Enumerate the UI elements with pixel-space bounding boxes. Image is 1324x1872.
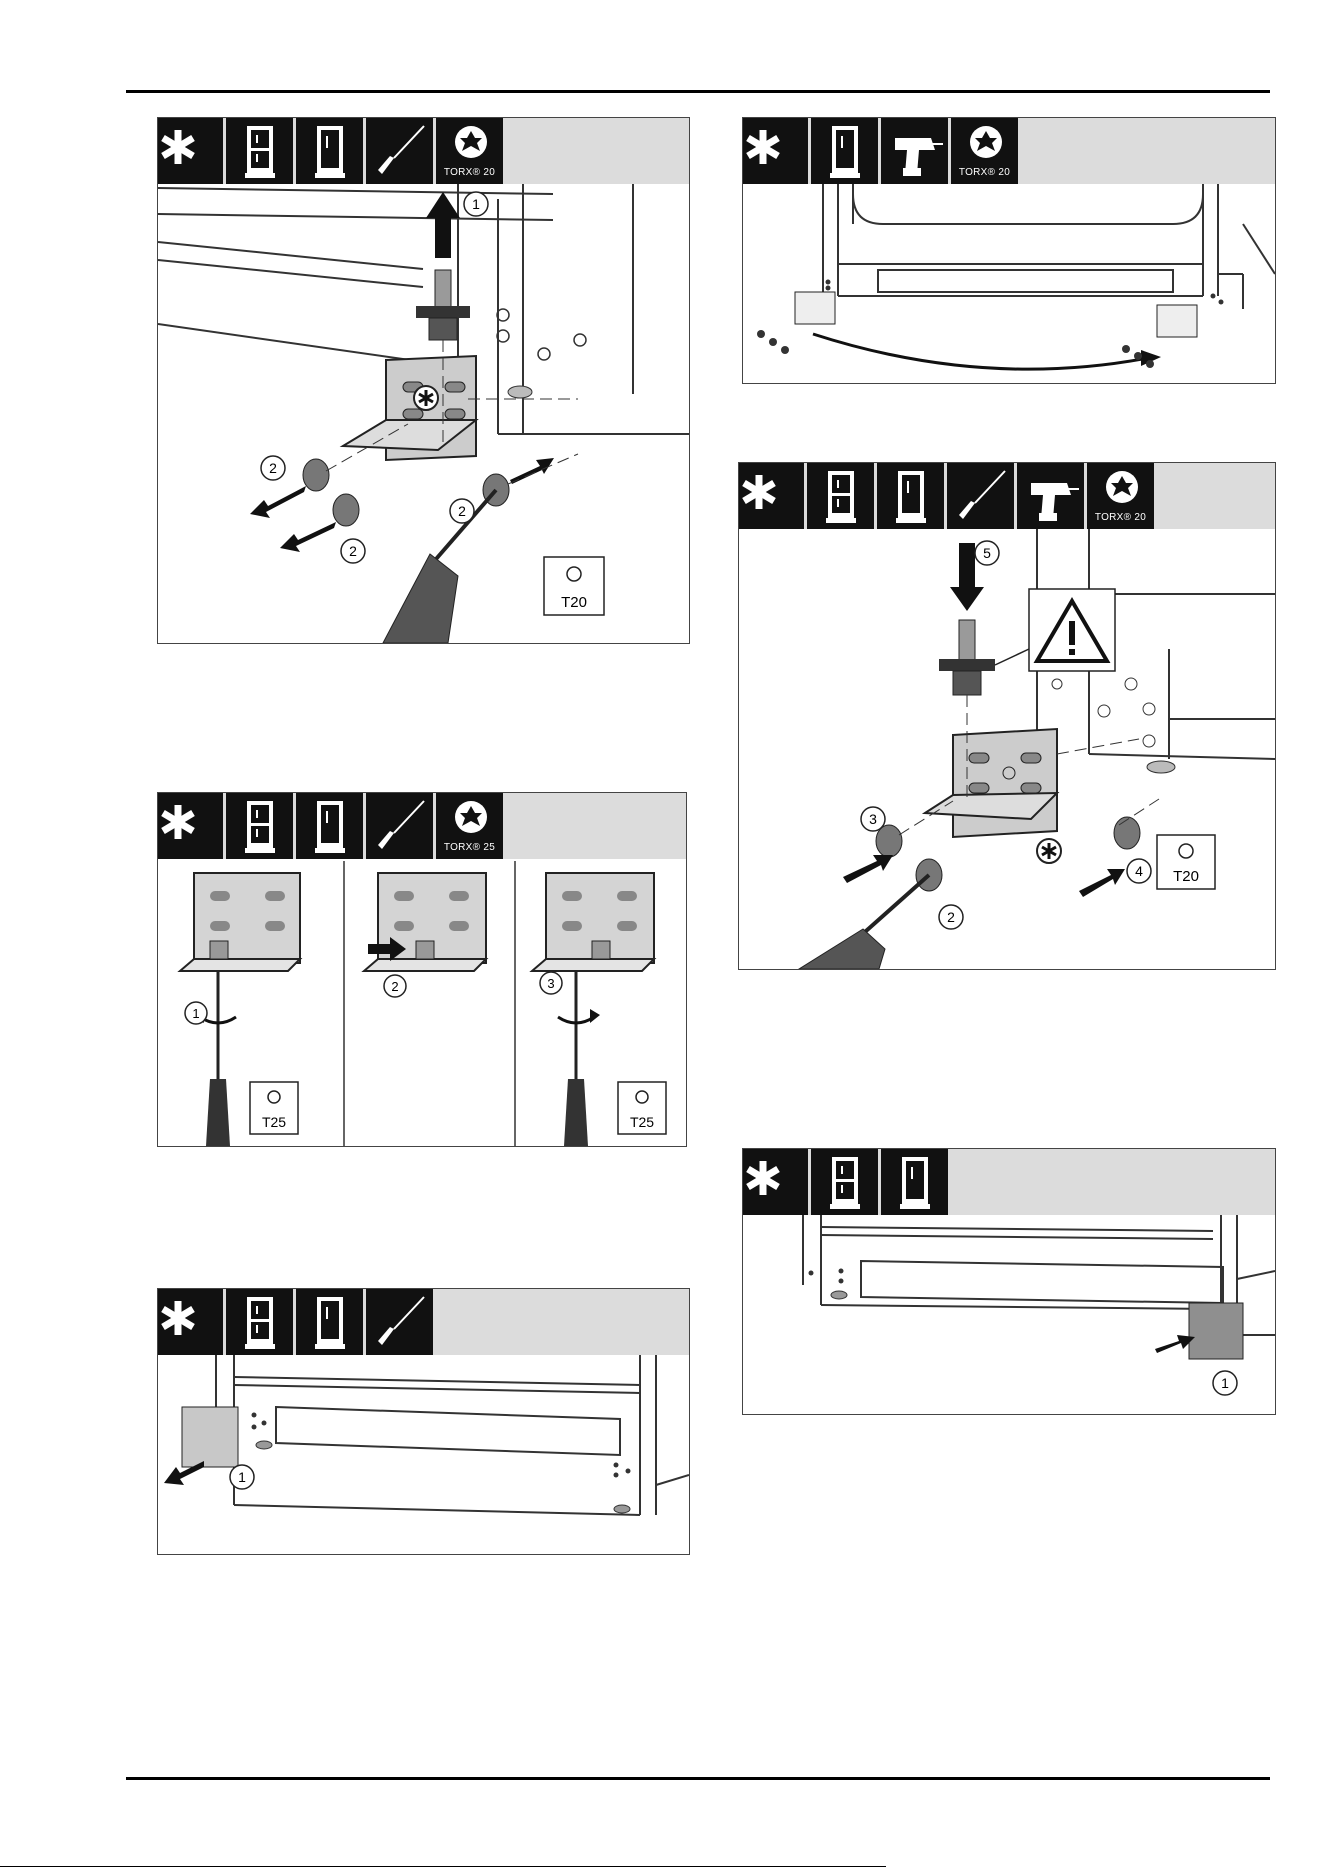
panel-header xyxy=(743,1149,1275,1215)
tool-box-t25: T25 xyxy=(250,1082,298,1134)
torx-icon: TORX® 20 xyxy=(436,118,506,184)
fridge-freezer-icon xyxy=(226,118,296,184)
callout-2: 2 xyxy=(261,456,285,480)
svg-text:2: 2 xyxy=(391,979,398,994)
torx-label: TORX® 20 xyxy=(951,167,1018,178)
cordless-drill-icon xyxy=(1017,463,1087,529)
footnote-rule xyxy=(0,1866,886,1867)
panel-install-hinge: TORX® 20 xyxy=(738,462,1276,970)
panel-header: TORX® 20 xyxy=(158,118,689,184)
svg-text:T20: T20 xyxy=(1173,868,1199,885)
callout-1: 1 xyxy=(230,1465,254,1489)
torx-label: TORX® 20 xyxy=(1087,512,1154,523)
asterisk-icon xyxy=(158,118,226,184)
svg-text:2: 2 xyxy=(269,460,277,476)
panel-header: TORX® 25 xyxy=(158,793,686,859)
screwdriver-icon xyxy=(366,793,436,859)
callout-2: 2 xyxy=(384,975,406,997)
panel-move-hinge-plates: TORX® 20 xyxy=(742,117,1276,384)
svg-text:3: 3 xyxy=(547,976,554,991)
fridge-icon xyxy=(881,1149,951,1215)
illustration-install-hinge: 5 3 4 2 T20 xyxy=(739,529,1275,969)
svg-text:1: 1 xyxy=(192,1006,199,1021)
asterisk-icon xyxy=(158,793,226,859)
screwdriver-icon xyxy=(366,1289,436,1355)
torx-label: TORX® 20 xyxy=(436,167,503,178)
svg-text:2: 2 xyxy=(947,909,955,925)
header-rule xyxy=(126,90,1270,93)
svg-text:1: 1 xyxy=(238,1469,246,1485)
svg-text:4: 4 xyxy=(1135,863,1143,879)
callout-3: 3 xyxy=(861,807,885,831)
callout-5: 5 xyxy=(975,541,999,565)
panel-remove-cover: 1 xyxy=(157,1288,690,1555)
callout-4: 4 xyxy=(1127,859,1151,883)
illustration-remove-hinge-pin: 1 2 2 2 T20 xyxy=(158,184,689,643)
callout-1: 1 xyxy=(464,192,488,216)
callout-3: 3 xyxy=(540,972,562,994)
svg-text:2: 2 xyxy=(458,503,466,519)
fridge-freezer-icon xyxy=(811,1149,881,1215)
illustration-insert-cover: 1 xyxy=(743,1215,1275,1414)
fridge-icon xyxy=(296,1289,366,1355)
tool-box-t25: T25 xyxy=(618,1082,666,1134)
svg-text:1: 1 xyxy=(1221,1375,1229,1391)
asterisk-icon xyxy=(739,463,807,529)
torx-icon: TORX® 20 xyxy=(951,118,1021,184)
panel-header: TORX® 20 xyxy=(739,463,1275,529)
fridge-freezer-icon xyxy=(226,1289,296,1355)
callout-2: 2 xyxy=(450,499,474,523)
illustration-remove-cover: 1 xyxy=(158,1355,689,1554)
panel-remove-hinge-pin: TORX® 20 xyxy=(157,117,690,644)
callout-1: 1 xyxy=(1213,1371,1237,1395)
fridge-icon xyxy=(296,118,366,184)
screwdriver-icon xyxy=(366,118,436,184)
svg-text:3: 3 xyxy=(869,811,877,827)
fridge-icon xyxy=(811,118,881,184)
illustration-adjust-hinge-pin: 1 2 3 T25 T25 xyxy=(158,859,686,1146)
hinge-plate xyxy=(532,873,654,971)
footer-rule xyxy=(126,1777,1270,1780)
fridge-icon xyxy=(877,463,947,529)
tool-box-t20: T20 xyxy=(1157,835,1215,889)
svg-text:T20: T20 xyxy=(561,594,587,611)
hinge-plate xyxy=(364,873,486,971)
svg-text:5: 5 xyxy=(983,545,991,561)
screwdriver-icon xyxy=(947,463,1017,529)
panel-header: TORX® 20 xyxy=(743,118,1275,184)
cordless-drill-icon xyxy=(881,118,951,184)
torx-icon: TORX® 20 xyxy=(1087,463,1157,529)
asterisk-icon xyxy=(743,1149,811,1215)
tool-box-t20: T20 xyxy=(544,557,604,615)
fridge-icon xyxy=(296,793,366,859)
callout-1: 1 xyxy=(185,1002,207,1024)
warning-icon xyxy=(995,589,1115,671)
panel-insert-cover: 1 xyxy=(742,1148,1276,1415)
hinge-plate xyxy=(180,873,300,971)
svg-text:T25: T25 xyxy=(262,1114,286,1130)
illustration-move-hinge-plates xyxy=(743,184,1275,383)
fridge-freezer-icon xyxy=(807,463,877,529)
asterisk-icon xyxy=(158,1289,226,1355)
svg-text:1: 1 xyxy=(472,196,480,212)
panel-adjust-hinge-pin: TORX® 25 xyxy=(157,792,687,1147)
fridge-freezer-icon xyxy=(226,793,296,859)
callout-2: 2 xyxy=(341,539,365,563)
torx-icon: TORX® 25 xyxy=(436,793,506,859)
panel-header xyxy=(158,1289,689,1355)
torx-label: TORX® 25 xyxy=(436,842,503,853)
callout-2: 2 xyxy=(939,905,963,929)
asterisk-icon xyxy=(743,118,811,184)
svg-text:2: 2 xyxy=(349,543,357,559)
svg-text:T25: T25 xyxy=(630,1114,654,1130)
